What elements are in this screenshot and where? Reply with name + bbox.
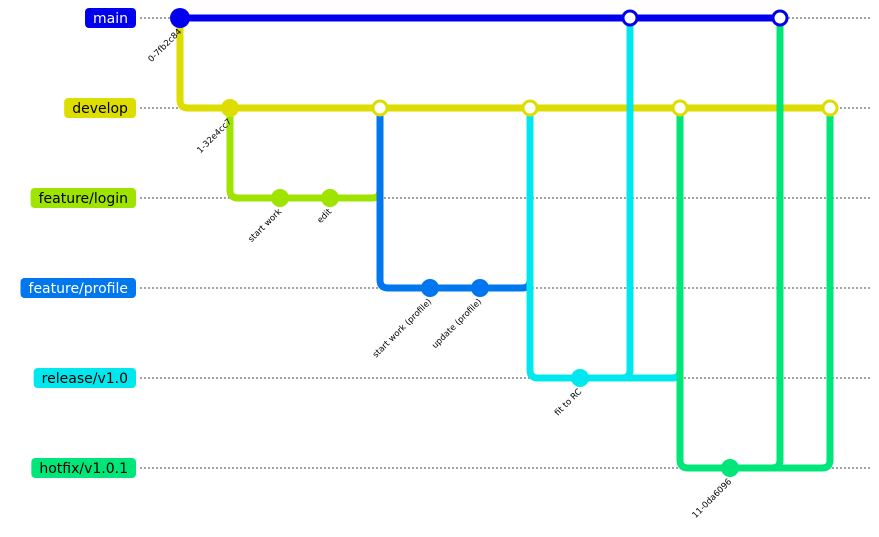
commit-label: 11-0da6096: [691, 477, 735, 521]
branch-label-text: feature/profile: [29, 281, 128, 297]
commit-feature-login[interactable]: [271, 189, 289, 207]
branch-label-feature-login: feature/login: [30, 188, 136, 208]
branch-label-text: hotfix/v1.0.1: [39, 461, 128, 477]
branch-label-main: main: [85, 8, 136, 28]
commit-main[interactable]: [170, 8, 190, 28]
branch-label-text: release/v1.0: [42, 371, 128, 387]
branch-labels: main develop feature/login feature/profile r…: [20, 8, 136, 478]
branch-label-bg: [64, 98, 136, 118]
branch-paths: [176, 14, 834, 472]
path-login-merge: [326, 104, 384, 202]
path-login-fork: [226, 104, 284, 202]
merge-commit-develop[interactable]: [821, 99, 839, 117]
branch-label-bg: [31, 458, 136, 478]
commit-label: start work (profile): [371, 297, 434, 360]
path-profile-fork: [376, 104, 434, 292]
branch-label-bg: [20, 278, 136, 298]
merge-commit-main[interactable]: [621, 9, 639, 27]
commit-develop[interactable]: [221, 99, 239, 117]
branch-label-bg: [33, 368, 136, 388]
commit-feature-profile[interactable]: [421, 279, 439, 297]
merge-commit-develop[interactable]: [671, 99, 689, 117]
commit-label: fit to RC: [553, 387, 584, 418]
commit-label: start work: [247, 207, 285, 245]
merge-commit-develop[interactable]: [371, 99, 389, 117]
branch-label-bg: [30, 188, 136, 208]
commit-feature-login[interactable]: [321, 189, 339, 207]
branch-label-develop: develop: [64, 98, 136, 118]
path-hotfix-merge-main: [726, 14, 784, 472]
commit-release-v1-0[interactable]: [571, 369, 589, 387]
branch-label-text: main: [93, 11, 128, 27]
path-develop-fork: [176, 14, 234, 112]
branch-label-bg: [85, 8, 136, 28]
merge-commit-develop[interactable]: [521, 99, 539, 117]
commit-hotfix-v1-0-1[interactable]: [721, 459, 739, 477]
branch-label-text: feature/login: [39, 191, 128, 207]
path-release-fork: [526, 104, 584, 382]
commit-nodes: [170, 8, 839, 477]
branch-label-release-v1-0: release/v1.0: [33, 368, 136, 388]
branch-label-hotfix-v1-0-1: hotfix/v1.0.1: [31, 458, 136, 478]
path-hotfix-merge-develop: [726, 104, 834, 472]
path-hotfix-fork: [676, 104, 734, 472]
commit-label: update (profile): [430, 297, 484, 351]
branch-label-text: develop: [72, 101, 128, 117]
branch-lanes: [140, 17, 870, 469]
commit-label: edit: [316, 207, 335, 226]
commit-feature-profile[interactable]: [471, 279, 489, 297]
merge-commit-main[interactable]: [771, 9, 789, 27]
branch-label-feature-profile: feature/profile: [20, 278, 136, 298]
